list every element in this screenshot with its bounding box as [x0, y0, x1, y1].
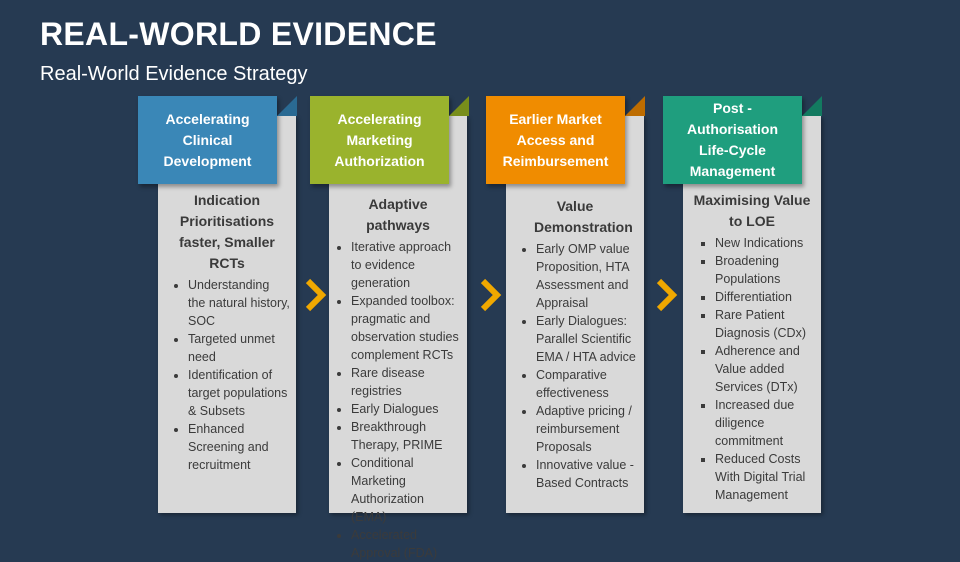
- header-fold-corner: [277, 96, 297, 116]
- header-fold-corner: [802, 96, 822, 116]
- list-item: Understanding the natural history, SOC: [188, 276, 290, 330]
- chevron-right-icon: [480, 278, 502, 312]
- list-item: Comparative effectiveness: [536, 366, 638, 402]
- list-item: Conditional Marketing Authorization (EMA…: [351, 454, 461, 526]
- list-item: Early Dialogues: Parallel Scientific EMA…: [536, 312, 638, 366]
- list-item: Reduced Costs With Digital Trial Managem…: [715, 450, 815, 504]
- bullet-list: Early OMP value Proposition, HTA Assessm…: [512, 240, 638, 492]
- list-item: Early Dialogues: [351, 400, 461, 418]
- list-item: Targeted unmet need: [188, 330, 290, 366]
- bullet-list: Iterative approach to evidence generatio…: [335, 238, 461, 562]
- list-item: New Indications: [715, 234, 815, 252]
- bullet-list: Understanding the natural history, SOC T…: [164, 276, 290, 474]
- list-item: Enhanced Screening and recruitment: [188, 420, 290, 474]
- header-market-access: Earlier Market Access and Reimbursement: [486, 96, 625, 184]
- list-item: Breakthrough Therapy, PRIME: [351, 418, 461, 454]
- header-fold-corner: [625, 96, 645, 116]
- slide-title: REAL-WORLD EVIDENCE: [40, 16, 437, 52]
- list-item: Iterative approach to evidence generatio…: [351, 238, 461, 292]
- chevron-right-icon: [305, 278, 327, 312]
- list-item: Rare disease registries: [351, 364, 461, 400]
- list-item: Early OMP value Proposition, HTA Assessm…: [536, 240, 638, 312]
- slide-subtitle: Real-World Evidence Strategy: [40, 63, 308, 85]
- header-fold-corner: [449, 96, 469, 116]
- list-item: Increased due diligence commitment: [715, 396, 815, 450]
- list-item: Broadening Populations: [715, 252, 815, 288]
- panel-heading: Adaptive pathways: [366, 196, 430, 233]
- panel-heading: Maximising Value to LOE: [693, 192, 811, 229]
- list-item: Rare Patient Diagnosis (CDx): [715, 306, 815, 342]
- header-marketing-authorization: Accelerating Marketing Authorization: [310, 96, 449, 184]
- panel-heading: Value Demonstration: [534, 198, 633, 235]
- header-lifecycle-management: Post - Authorisation Life-Cycle Manageme…: [663, 96, 802, 184]
- list-item: Expanded toolbox: pragmatic and observat…: [351, 292, 461, 364]
- list-item: Identification of target populations & S…: [188, 366, 290, 420]
- bullet-list: New Indications Broadening Populations D…: [689, 234, 815, 504]
- list-item: Innovative value - Based Contracts: [536, 456, 638, 492]
- chevron-right-icon: [656, 278, 678, 312]
- header-clinical-development: Accelerating Clinical Development: [138, 96, 277, 184]
- list-item: Differentiation: [715, 288, 815, 306]
- list-item: Accelerated Approval (FDA): [351, 526, 461, 562]
- list-item: Adaptive pricing / reimbursement Proposa…: [536, 402, 638, 456]
- panel-heading: Indication Prioritisations faster, Small…: [179, 192, 275, 271]
- list-item: Adherence and Value added Services (DTx): [715, 342, 815, 396]
